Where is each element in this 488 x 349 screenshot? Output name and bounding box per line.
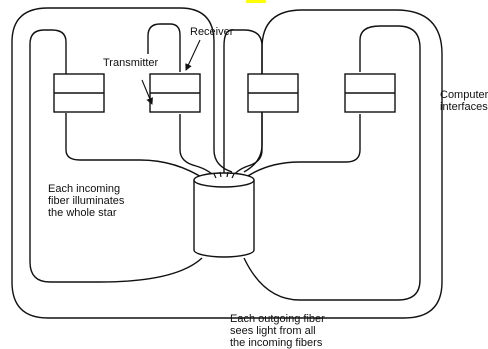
incoming-fiber-caption: Each incoming fiber illuminates the whol… xyxy=(48,183,125,219)
fiber-loop-1 xyxy=(29,29,203,283)
fiber-loop-4 xyxy=(179,114,219,181)
fiber-loop-8 xyxy=(241,114,361,181)
fiber-loop-2 xyxy=(65,113,207,181)
interface-box-3 xyxy=(247,73,299,113)
transmitter-label: Transmitter xyxy=(103,57,159,69)
fiber-bundle-top xyxy=(213,171,235,179)
transmitter-arrow xyxy=(141,79,153,105)
outgoing-fiber-caption: Each outgoing fiber sees light from all … xyxy=(230,313,325,349)
interface-box-2 xyxy=(149,73,201,113)
receiver-label: Receiver xyxy=(190,26,234,38)
fiber-loop-7 xyxy=(243,25,421,301)
fiber-loop-5 xyxy=(223,29,263,174)
receiver-arrow xyxy=(185,39,201,71)
outer-loop-right xyxy=(225,9,443,319)
passive-star-cylinder xyxy=(193,172,255,258)
fiber-loop-3 xyxy=(147,23,181,72)
interface-box-1 xyxy=(53,73,105,113)
outer-loop-left xyxy=(11,7,233,319)
computer-interfaces-label: Computer interfaces xyxy=(440,89,488,113)
interface-box-4 xyxy=(344,73,396,113)
fiber-loop-6 xyxy=(229,113,263,181)
top-highlight xyxy=(246,0,266,3)
